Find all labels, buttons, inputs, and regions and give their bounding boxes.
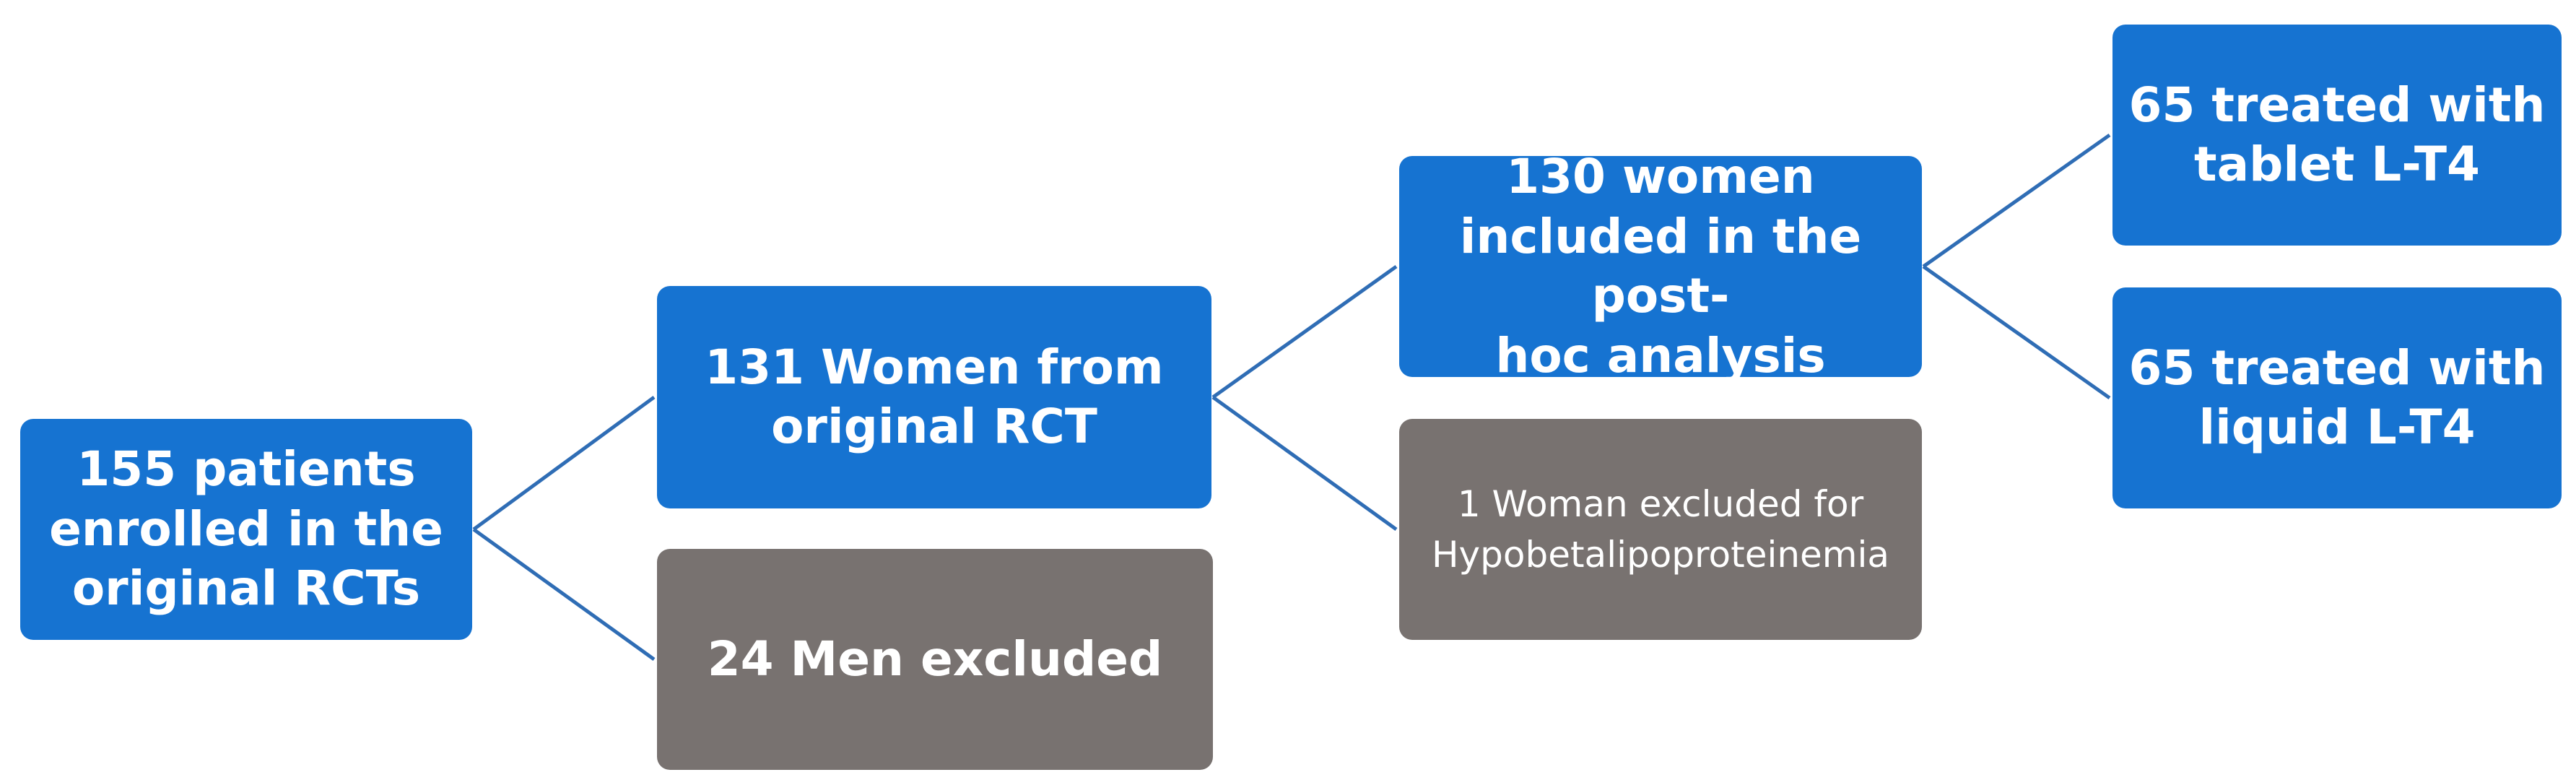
- node-included-line-3: hoc analysis: [1495, 327, 1826, 384]
- node-included-line-1: 130 women: [1506, 149, 1815, 204]
- node-included-line-2: included in the post-: [1459, 208, 1862, 324]
- node-woman-excluded: 1 Woman excluded for Hypobetalipoprotein…: [1399, 419, 1922, 640]
- connector-women-to-included: [1211, 264, 1398, 399]
- node-men-line-1: 24 Men excluded: [707, 630, 1163, 687]
- node-enrolled-line-2: enrolled in the: [49, 500, 443, 557]
- node-liquid-line-2: liquid L-T4: [2198, 399, 2476, 455]
- node-men-excluded: 24 Men excluded: [657, 549, 1213, 770]
- connector-women-to-woman-excluded: [1211, 395, 1398, 532]
- connector-enrolled-to-women: [472, 395, 656, 532]
- node-enrolled-line-3: original RCTs: [71, 560, 421, 617]
- node-woman-ex-line-1: 1 Woman excluded for: [1457, 483, 1864, 525]
- node-tablet-lt4: 65 treated with tablet L-T4: [2112, 25, 2562, 246]
- node-tablet-line-2: tablet L-T4: [2194, 136, 2480, 192]
- node-woman-ex-line-2: Hypobetalipoproteinemia: [1431, 534, 1890, 576]
- node-liquid-line-1: 65 treated with: [2128, 339, 2546, 396]
- node-women-line-2: original RCT: [771, 399, 1097, 454]
- connector-included-to-tablet: [1922, 133, 2111, 269]
- node-women-included: 130 women included in the post- hoc anal…: [1399, 149, 1922, 384]
- connector-enrolled-to-men: [472, 527, 656, 662]
- node-women-line-1: 131 Women from: [705, 339, 1164, 395]
- node-tablet-line-1: 65 treated with: [2128, 77, 2546, 133]
- node-enrolled-patients: 155 patients enrolled in the original RC…: [20, 419, 472, 640]
- connector-included-to-liquid: [1922, 264, 2111, 400]
- node-enrolled-line-1: 155 patients: [77, 441, 416, 498]
- node-women-original-rct: 131 Women from original RCT: [657, 286, 1211, 508]
- node-liquid-lt4: 65 treated with liquid L-T4: [2112, 287, 2562, 508]
